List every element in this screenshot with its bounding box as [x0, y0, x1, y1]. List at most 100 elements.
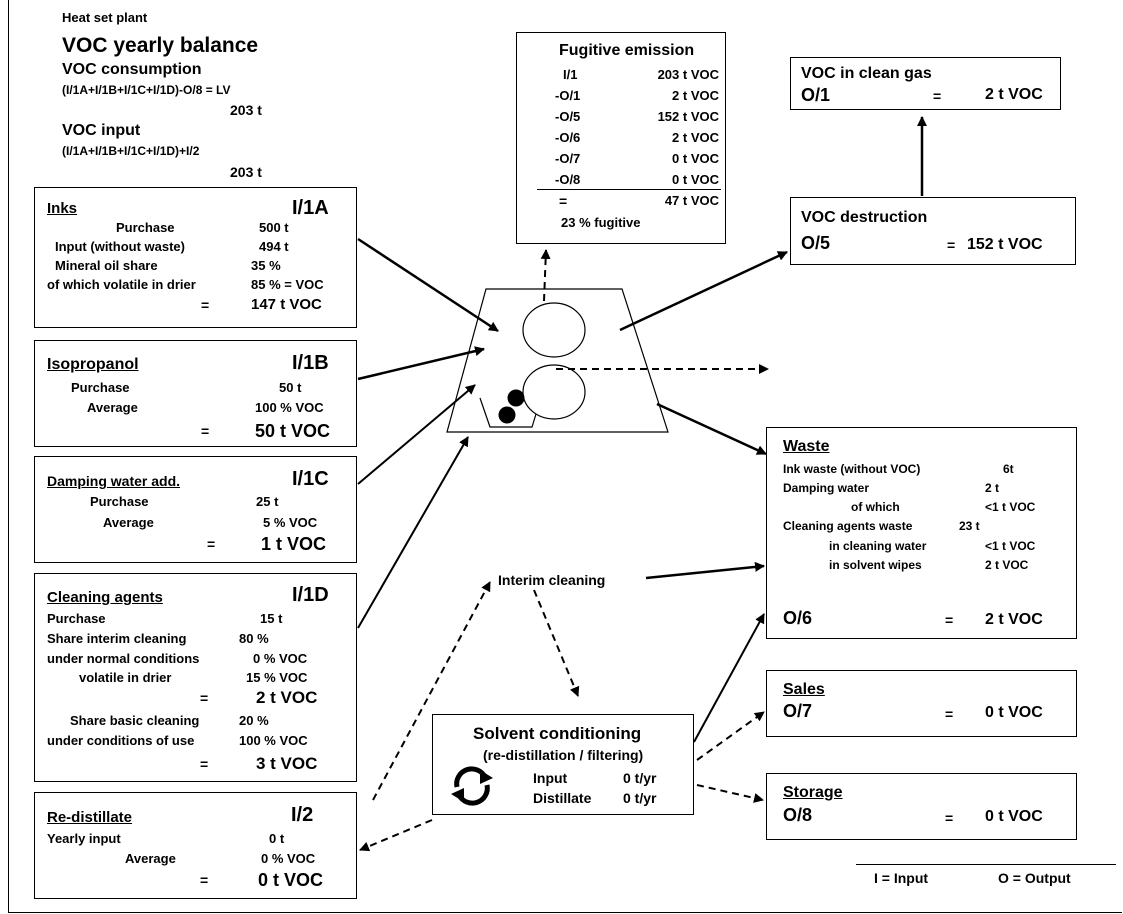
- fugitive-row-value: 0 t VOC: [672, 151, 719, 166]
- clean-gas-title: VOC in clean gas: [801, 65, 932, 82]
- waste-code: O/6: [783, 608, 813, 628]
- clean-gas-code: O/1: [801, 85, 831, 105]
- inks-purchase-value: 500 t: [259, 220, 289, 235]
- sales-equals: =: [945, 706, 954, 722]
- input-label: VOC input: [62, 122, 141, 139]
- isopropanol-equals: =: [201, 423, 210, 439]
- arrow-waste: [656, 402, 767, 456]
- conditioning-distillate-value: 0 t/yr: [623, 790, 657, 806]
- cleaning-basic-value: 20 %: [239, 713, 269, 728]
- arrow-fugitive: [540, 249, 551, 302]
- arrow-to-redistillate: [359, 819, 433, 852]
- arrow-to-interim: [372, 581, 491, 801]
- fugitive-percent: 23 % fugitive: [561, 215, 641, 230]
- legend-output: O = Output: [998, 870, 1071, 886]
- storage-title: Storage: [783, 784, 843, 801]
- page-frame: [8, 0, 1122, 913]
- damping-box: Damping water add. I/1C Purchase 25 t Av…: [34, 456, 357, 563]
- waste-wipes-value: 2 t VOC: [985, 558, 1029, 572]
- redistillate-equals: =: [200, 872, 209, 888]
- inks-mineral-label: Mineral oil share: [55, 258, 158, 273]
- fugitive-total: 47 t VOC: [664, 193, 719, 208]
- damping-average-label: Average: [103, 515, 154, 530]
- inks-volatile-label: of which volatile in drier: [47, 277, 196, 292]
- destruction-code: O/5: [801, 233, 831, 253]
- waste-equals: =: [945, 612, 954, 628]
- redistillate-yearly-label: Yearly input: [47, 831, 121, 846]
- destruction-value: 152 t VOC: [967, 236, 1043, 253]
- fugitive-equals: =: [559, 193, 568, 209]
- fugitive-row-value: 152 t VOC: [657, 109, 719, 124]
- cleaning-equals-2: =: [200, 756, 209, 772]
- waste-title: Waste: [783, 438, 830, 455]
- arrow-isopropanol: [357, 346, 485, 381]
- isopropanol-purchase-value: 50 t: [279, 380, 302, 395]
- fugitive-row-value: 2 t VOC: [672, 130, 719, 145]
- damping-purchase-label: Purchase: [90, 494, 149, 509]
- isopropanol-total: 50 t VOC: [255, 421, 331, 441]
- input-value: 203 t: [230, 164, 262, 180]
- clean-gas-equals: =: [933, 88, 942, 104]
- consumption-label: VOC consumption: [62, 61, 202, 78]
- printing-press-icon: [446, 288, 669, 433]
- redistillate-code: I/2: [291, 804, 314, 826]
- sales-title: Sales: [783, 681, 825, 698]
- arrow-conditioning-waste: [693, 613, 765, 743]
- isopropanol-box: Isopropanol I/1B Purchase 50 t Average 1…: [34, 340, 357, 447]
- destruction-equals: =: [947, 237, 956, 253]
- fugitive-row-value: 203 t VOC: [657, 67, 719, 82]
- cleaning-normal-label: under normal conditions: [47, 651, 200, 666]
- redistillate-yearly-value: 0 t: [269, 831, 285, 846]
- legend-rule: [856, 864, 1116, 865]
- waste-water-value: <1 t VOC: [985, 539, 1036, 553]
- arrow-inks: [357, 237, 499, 333]
- fugitive-row-label: -O/5: [555, 109, 581, 124]
- damping-equals: =: [207, 536, 216, 552]
- inks-title: Inks: [47, 200, 78, 217]
- sum-rule: [537, 189, 721, 190]
- sales-code: O/7: [783, 701, 813, 721]
- damping-title: Damping water add.: [47, 473, 181, 489]
- fugitive-title: Fugitive emission: [559, 42, 695, 59]
- arrow-cleaning: [357, 436, 469, 629]
- redistillate-title: Re-distillate: [47, 809, 133, 826]
- conditioning-input-label: Input: [533, 770, 568, 786]
- waste-box: Waste Ink waste (without VOC) 6t Damping…: [766, 427, 1077, 639]
- inks-total: 147 t VOC: [251, 296, 322, 313]
- clean-gas-value: 2 t VOC: [985, 86, 1043, 103]
- fugitive-row-label: -O/1: [555, 88, 581, 103]
- damping-code: I/1C: [292, 468, 329, 490]
- conditioning-title: Solvent conditioning: [473, 724, 642, 743]
- recycle-icon: [451, 766, 493, 806]
- waste-ink-label: Ink waste (without VOC): [783, 462, 921, 476]
- cleaning-normal-value: 0 % VOC: [253, 651, 308, 666]
- inks-box: Inks I/1A Purchase 500 t Input (without …: [34, 187, 357, 328]
- waste-cleaning-value: 23 t: [959, 519, 980, 533]
- input-formula: (I/1A+I/1B+I/1C+I/1D)+I/2: [62, 144, 200, 158]
- cleaning-box: Cleaning agents I/1D Purchase 15 t Share…: [34, 573, 357, 782]
- arrow-destruction: [619, 250, 788, 332]
- fugitive-row-label: -O/8: [555, 172, 581, 187]
- waste-which-value: <1 t VOC: [985, 500, 1036, 514]
- cleaning-interim-value: 80 %: [239, 631, 269, 646]
- storage-equals: =: [945, 810, 954, 826]
- arrow-to-conditioning: [533, 589, 580, 697]
- isopropanol-average-label: Average: [87, 400, 138, 415]
- arrow-to-storage: [696, 784, 764, 803]
- waste-damping-label: Damping water: [783, 481, 870, 495]
- redistillate-average-value: 0 % VOC: [261, 851, 316, 866]
- damping-average-value: 5 % VOC: [263, 515, 318, 530]
- conditioning-subtitle: (re-distillation / filtering): [483, 747, 644, 763]
- destruction-title: VOC destruction: [801, 209, 928, 226]
- page-title: VOC yearly balance: [62, 34, 259, 57]
- isopropanol-code: I/1B: [292, 352, 329, 374]
- cleaning-equals-1: =: [200, 690, 209, 706]
- redistillate-total: 0 t VOC: [258, 870, 324, 890]
- fugitive-row-label: -O/6: [555, 130, 581, 145]
- waste-water-label: in cleaning water: [829, 539, 927, 553]
- sales-box: Sales O/7 = 0 t VOC: [766, 670, 1077, 737]
- waste-wipes-label: in solvent wipes: [829, 558, 922, 572]
- inks-mineral-value: 35 %: [251, 258, 281, 273]
